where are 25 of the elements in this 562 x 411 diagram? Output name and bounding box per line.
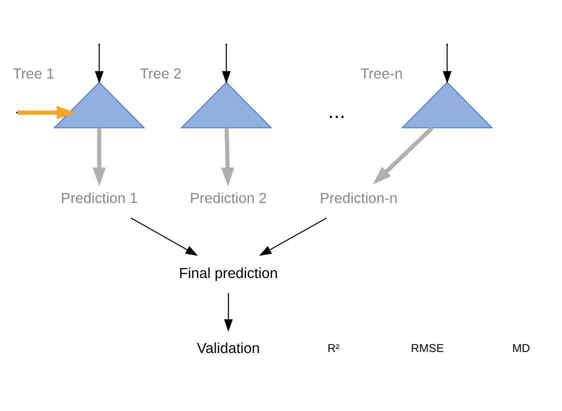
arrow	[372, 126, 434, 184]
node-label: Tree 1	[12, 66, 54, 82]
arrow	[222, 44, 231, 84]
node-text: Prediction 1	[60, 190, 138, 206]
node-label: Tree 2	[140, 66, 182, 82]
arrow	[18, 106, 76, 119]
node-picture	[180, 81, 272, 128]
node-text: Final prediction	[178, 265, 278, 282]
arrow	[130, 217, 198, 256]
node-text: Validation	[196, 340, 260, 356]
node-picture	[401, 81, 494, 128]
label: RMSE	[410, 342, 444, 354]
node-text: Prediction-n	[320, 190, 398, 206]
label: MD	[512, 342, 530, 354]
arrow	[221, 127, 234, 186]
node-text: Prediction 2	[190, 190, 267, 206]
arrow	[224, 292, 233, 332]
node-label: Tree-n	[360, 66, 403, 82]
node-picture	[53, 81, 146, 128]
label: ...	[328, 99, 346, 122]
label: R²	[328, 342, 340, 354]
arrow	[94, 44, 104, 84]
arrow	[259, 217, 327, 256]
arrow	[442, 44, 452, 84]
arrow	[92, 127, 106, 186]
